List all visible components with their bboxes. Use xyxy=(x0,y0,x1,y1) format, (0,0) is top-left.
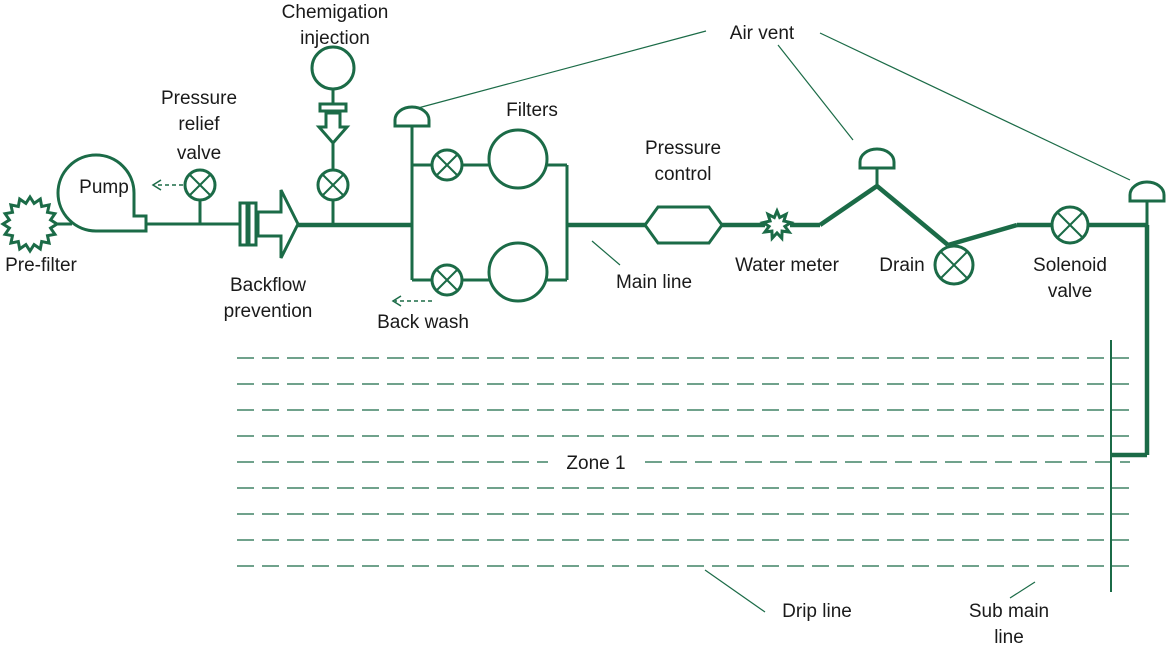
drain-valve-icon xyxy=(933,244,975,286)
solenoid-valve-icon xyxy=(1050,205,1090,245)
filters-label: Filters xyxy=(506,100,558,121)
pump-label: Pump xyxy=(79,177,129,198)
drip-line-label: Drip line xyxy=(782,601,852,622)
air-vent-icon-3 xyxy=(1128,180,1166,203)
water-meter-label: Water meter xyxy=(735,255,839,276)
air-vent-icon-1 xyxy=(393,105,431,128)
pump-icon xyxy=(56,153,148,233)
solenoid-label-1: Solenoid xyxy=(1033,255,1107,276)
drain-label: Drain xyxy=(879,255,924,276)
air-vent-label: Air vent xyxy=(730,23,795,44)
drip-lines xyxy=(237,357,1130,567)
solenoid-label-2: valve xyxy=(1048,281,1092,302)
pre-filter-label: Pre-filter xyxy=(5,255,77,276)
back-wash-label: Back wash xyxy=(377,312,469,333)
back-wash-arrow-icon xyxy=(391,295,432,307)
zone-label: Zone 1 xyxy=(566,453,625,474)
backflow-prevention-icon xyxy=(238,189,300,259)
lower-filter-icon xyxy=(487,241,549,303)
pre-filter-icon xyxy=(0,194,72,254)
chemigation-label-2: injection xyxy=(300,28,370,49)
backflow-label-1: Backflow xyxy=(230,275,306,296)
relief-outlet-arrow-icon xyxy=(151,179,183,191)
leader-lines xyxy=(417,30,1131,613)
chemigation-tank-icon xyxy=(310,45,356,91)
backflow-label-2: prevention xyxy=(224,301,313,322)
pressure-relief-label-3: valve xyxy=(177,143,221,164)
pressure-relief-valve-icon xyxy=(183,168,217,202)
upper-filter-icon xyxy=(487,128,549,190)
sub-main-label-2: line xyxy=(994,627,1024,648)
pipes xyxy=(146,88,1150,458)
water-meter-icon xyxy=(759,207,795,242)
pressure-control-label-2: control xyxy=(654,164,711,185)
lower-filter-valve-icon xyxy=(430,263,464,297)
main-line-label: Main line xyxy=(616,272,692,293)
pressure-control-label-1: Pressure xyxy=(645,138,721,159)
labels: Chemigation injection Air vent Pressure … xyxy=(5,2,1107,648)
air-vent-icon-2 xyxy=(858,147,896,170)
chemigation-label-1: Chemigation xyxy=(282,2,389,23)
upper-filter-valve-icon xyxy=(430,148,464,182)
sub-main-label-1: Sub main xyxy=(969,601,1049,622)
pressure-relief-label-1: Pressure xyxy=(161,88,237,109)
pressure-control-icon xyxy=(643,205,724,245)
chemigation-valve-icon xyxy=(316,143,350,202)
pressure-relief-label-2: relief xyxy=(178,114,220,135)
injection-arrow-icon xyxy=(315,102,351,146)
